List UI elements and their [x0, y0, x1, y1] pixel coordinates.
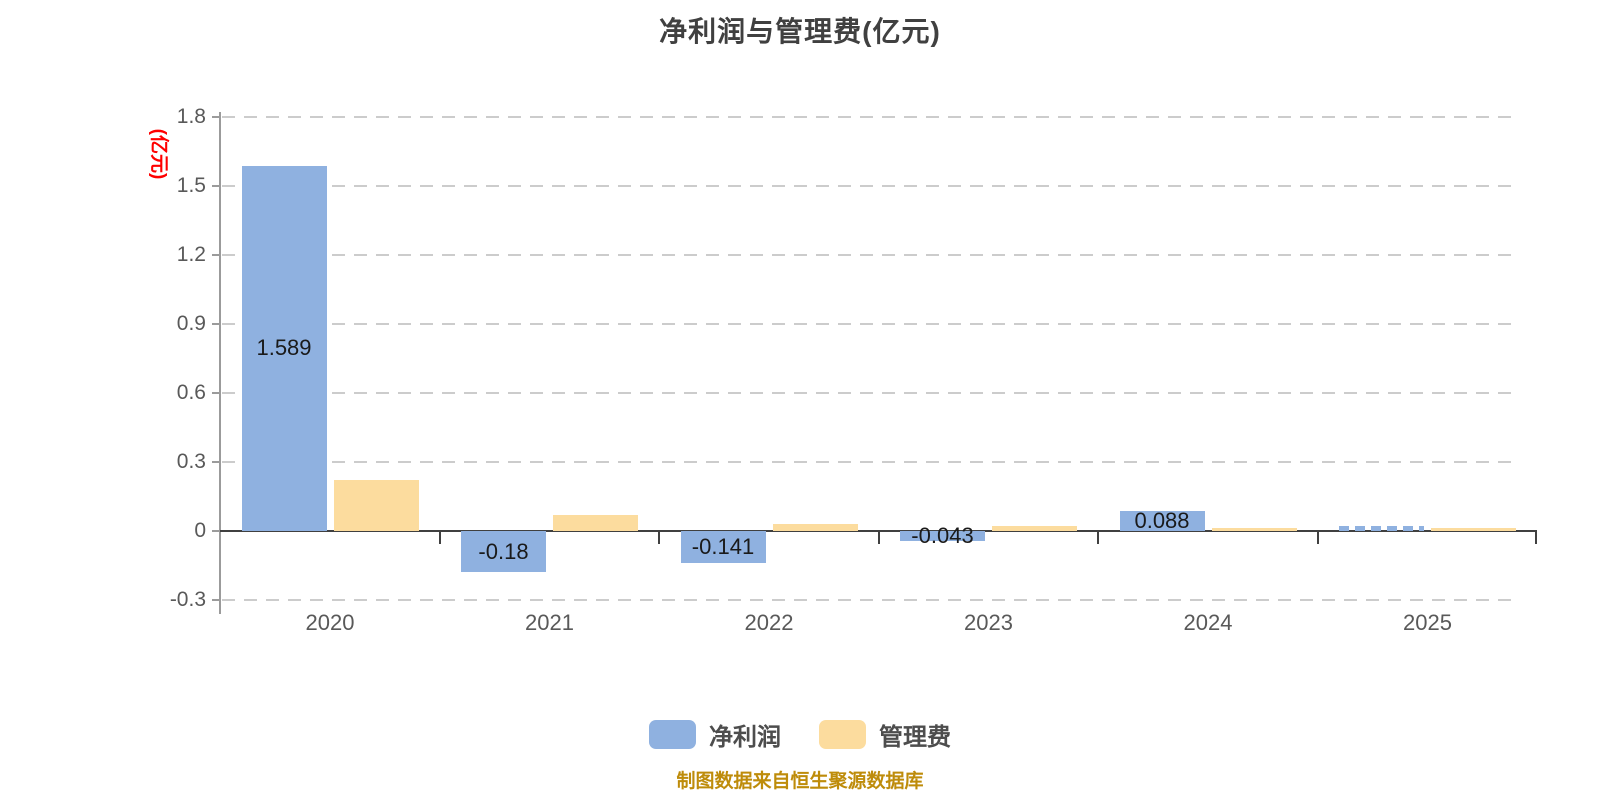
- x-axis-label-2022: 2022: [744, 610, 794, 635]
- bar-净利润-2020: [241, 165, 327, 531]
- legend-swatch-mgmt-fee: [819, 720, 866, 749]
- y-axis-tick-0: [212, 530, 220, 532]
- x-axis-label-2023: 2023: [964, 610, 1013, 635]
- y-axis-tick-0.6: [212, 392, 220, 394]
- bar-管理费-2024: [1211, 527, 1297, 531]
- y-axis-tick-label: -0.3: [169, 588, 206, 611]
- gridline-1.5: [222, 185, 1512, 187]
- bar-管理费-2023: [992, 526, 1077, 531]
- y-axis-line: [219, 112, 221, 614]
- y-axis-tick-0.9: [212, 323, 220, 325]
- x-axis-tick: [658, 532, 661, 544]
- bar-管理费-2020: [333, 480, 419, 531]
- y-axis-tick-0.3: [212, 461, 220, 463]
- y-axis-tick-label: 0.6: [176, 381, 206, 404]
- bar-value-label: 1.589: [256, 335, 312, 361]
- bar-管理费-2021: [553, 514, 638, 531]
- bar-value-label: 0.088: [1134, 507, 1190, 533]
- bar-value-label: -0.18: [478, 538, 529, 564]
- x-axis-tick: [1097, 532, 1100, 544]
- y-axis-tick-label: 0.9: [176, 312, 206, 335]
- bar-value-label: -0.141: [691, 534, 755, 560]
- bar-value-label: -0.043: [911, 522, 974, 548]
- data-source-note: 制图数据来自恒生聚源数据库: [676, 771, 924, 792]
- bar-净利润-2022: [680, 531, 766, 564]
- x-axis-label-2024: 2024: [1183, 610, 1233, 635]
- gridline-1.2: [222, 254, 1512, 256]
- gridline-0.6: [222, 392, 1512, 394]
- gridline-1.8: [222, 116, 1512, 118]
- x-axis-line: [220, 530, 1537, 532]
- gridline-0.9: [222, 323, 1512, 325]
- x-axis-label-2025: 2025: [1403, 610, 1452, 635]
- bar-管理费-2025: [1431, 527, 1516, 531]
- bar-净利润-2024: [1119, 510, 1205, 531]
- x-axis-tick: [438, 532, 441, 544]
- legend-swatch-net-profit: [649, 720, 696, 749]
- bar-净利润-2021: [461, 531, 546, 573]
- x-axis-tick: [1316, 532, 1319, 544]
- gridline-0.3: [222, 461, 1512, 463]
- legend-item-mgmt-fee[interactable]: 管理费: [819, 717, 951, 752]
- y-axis-tick-1.8: [212, 116, 220, 118]
- y-axis-tick--0.3: [212, 599, 220, 601]
- legend-label-net-profit: 净利润: [709, 724, 781, 751]
- x-axis-tick: [877, 532, 880, 544]
- y-axis-tick-label: 0: [194, 519, 206, 542]
- legend: 净利润 管理费: [0, 717, 1600, 752]
- x-axis-label-2021: 2021: [525, 610, 574, 635]
- bar-净利润-2025-dashed: [1339, 526, 1424, 531]
- legend-label-mgmt-fee: 管理费: [879, 724, 951, 751]
- gridline--0.3: [222, 599, 1512, 601]
- bar-管理费-2022: [772, 524, 858, 531]
- legend-item-net-profit[interactable]: 净利润: [649, 717, 781, 752]
- y-axis-tick-label: 1.5: [176, 174, 206, 197]
- y-axis-tick-1.5: [212, 185, 220, 187]
- y-axis-tick-label: 0.3: [176, 450, 206, 473]
- chart-title: 净利润与管理费(亿元): [659, 16, 941, 47]
- x-axis-label-2020: 2020: [305, 610, 355, 635]
- bar-净利润-2023: [900, 531, 985, 541]
- y-axis-tick-1.2: [212, 254, 220, 256]
- y-axis-tick-label: 1.2: [176, 243, 206, 266]
- y-axis-tick-label: 1.8: [176, 105, 206, 128]
- y-axis-unit-label: (亿元): [148, 128, 169, 180]
- x-axis-end-tick: [1535, 532, 1537, 544]
